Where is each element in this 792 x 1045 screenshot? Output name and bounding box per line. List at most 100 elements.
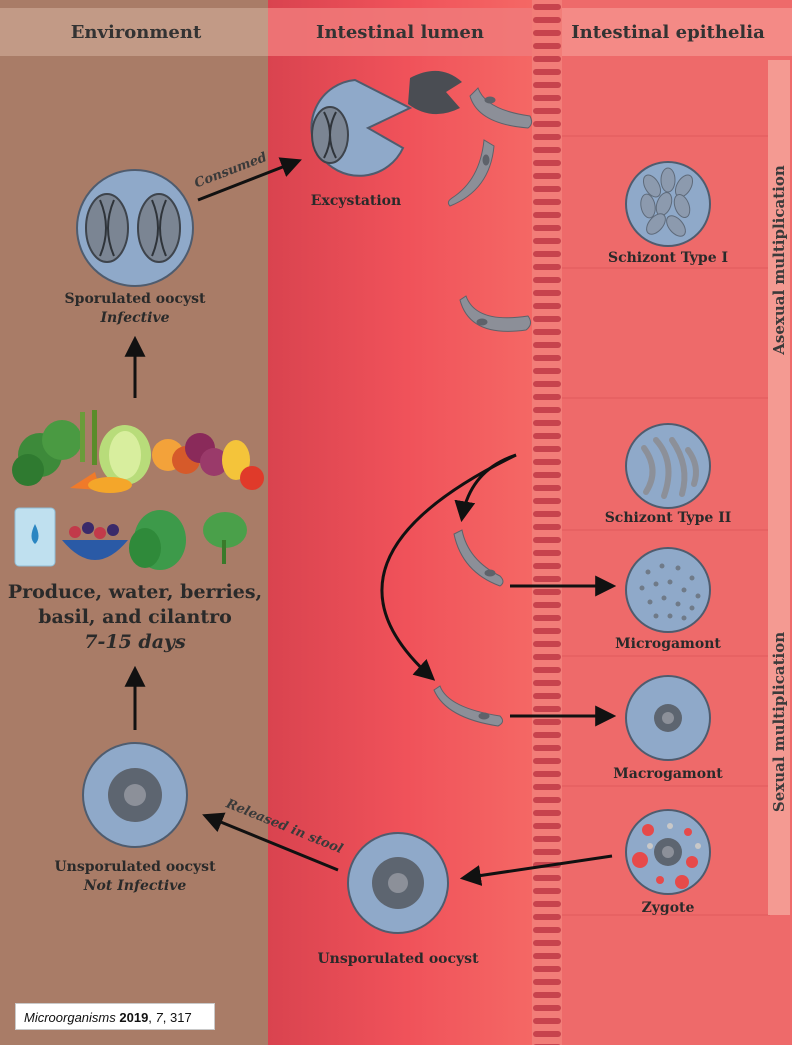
villus (533, 329, 561, 335)
villus (533, 17, 561, 23)
villus (533, 914, 561, 920)
lumen-unsporulated-oocyst (348, 833, 448, 933)
villus (533, 498, 561, 504)
citation-year: 2019 (119, 1010, 148, 1025)
villus (533, 784, 561, 790)
villus (533, 186, 561, 192)
villus (533, 602, 561, 608)
villus (533, 940, 561, 946)
villus (533, 420, 561, 426)
villus (533, 836, 561, 842)
villus (533, 537, 561, 543)
villus (533, 524, 561, 530)
villus (533, 888, 561, 894)
villus (533, 1018, 561, 1024)
villus (533, 121, 561, 127)
villus (533, 992, 561, 998)
villus (533, 485, 561, 491)
zygote (626, 810, 710, 894)
villus (533, 550, 561, 556)
villus (533, 758, 561, 764)
villus (533, 1031, 561, 1037)
zygote-label: Zygote (642, 900, 695, 916)
env-unsporulated-label: Unsporulated oocyst (54, 859, 216, 875)
macrogamont-label: Macrogamont (613, 766, 723, 782)
villus (533, 56, 561, 62)
epithelia-header: Intestinal epithelia (571, 22, 765, 43)
citation-journal: Microorganisms (24, 1010, 116, 1025)
villus (533, 251, 561, 257)
villus (533, 953, 561, 959)
villus (533, 407, 561, 413)
villus (533, 95, 561, 101)
villus (533, 979, 561, 985)
villus (533, 745, 561, 751)
villus (533, 43, 561, 49)
villus (533, 810, 561, 816)
villus (533, 277, 561, 283)
villus (533, 732, 561, 738)
villus (533, 654, 561, 660)
villus (533, 433, 561, 439)
villus (533, 641, 561, 647)
villus (533, 342, 561, 348)
citation-page: 317 (170, 1010, 192, 1025)
sexual-multiplication-label: Sexual multiplication (770, 632, 788, 812)
villus (533, 875, 561, 881)
asexual-multiplication-label: Asexual multiplication (770, 165, 788, 356)
villus (533, 966, 561, 972)
sporulated-oocyst (77, 170, 193, 286)
villus (533, 160, 561, 166)
villus (533, 290, 561, 296)
villus (533, 30, 561, 36)
villus (533, 238, 561, 244)
villus (533, 576, 561, 582)
schizont-type-2-label: Schizont Type II (605, 510, 732, 526)
sporulated-oocyst-label: Sporulated oocyst (65, 291, 206, 307)
villus (533, 69, 561, 75)
villus (533, 693, 561, 699)
villus (533, 381, 561, 387)
villus (533, 1005, 561, 1011)
brush-border-villi (533, 4, 561, 1045)
villus (533, 147, 561, 153)
villus (533, 394, 561, 400)
villus (533, 927, 561, 933)
villus (533, 225, 561, 231)
villus (533, 771, 561, 777)
villus (533, 355, 561, 361)
villus (533, 511, 561, 517)
villus (533, 823, 561, 829)
env-unsporulated-sub: Not Infective (83, 878, 187, 894)
sporulated-oocyst-sub: Infective (99, 310, 169, 326)
schizont-type-1-label: Schizont Type I (608, 250, 728, 266)
citation-volume: 7 (156, 1010, 163, 1025)
schizont-type-1 (626, 162, 710, 246)
villus (533, 368, 561, 374)
lumen-unsporulated-label: Unsporulated oocyst (317, 951, 479, 967)
villus (533, 615, 561, 621)
villus (533, 797, 561, 803)
excystation-label: Excystation (311, 193, 401, 209)
villus (533, 303, 561, 309)
villus (533, 706, 561, 712)
villus (533, 472, 561, 478)
villus (533, 108, 561, 114)
produce-days: 7-15 days (84, 631, 186, 653)
produce-line-2: basil, and cilantro (38, 606, 232, 628)
villus (533, 719, 561, 725)
macrogamont (626, 676, 710, 760)
villus (533, 563, 561, 569)
villus (533, 459, 561, 465)
produce-line-1: Produce, water, berries, (8, 581, 262, 603)
microgamont (626, 548, 710, 632)
villus (533, 628, 561, 634)
villus (533, 589, 561, 595)
villus (533, 849, 561, 855)
villus (533, 4, 561, 10)
env-unsporulated-oocyst (83, 743, 187, 847)
villus (533, 901, 561, 907)
villus (533, 212, 561, 218)
